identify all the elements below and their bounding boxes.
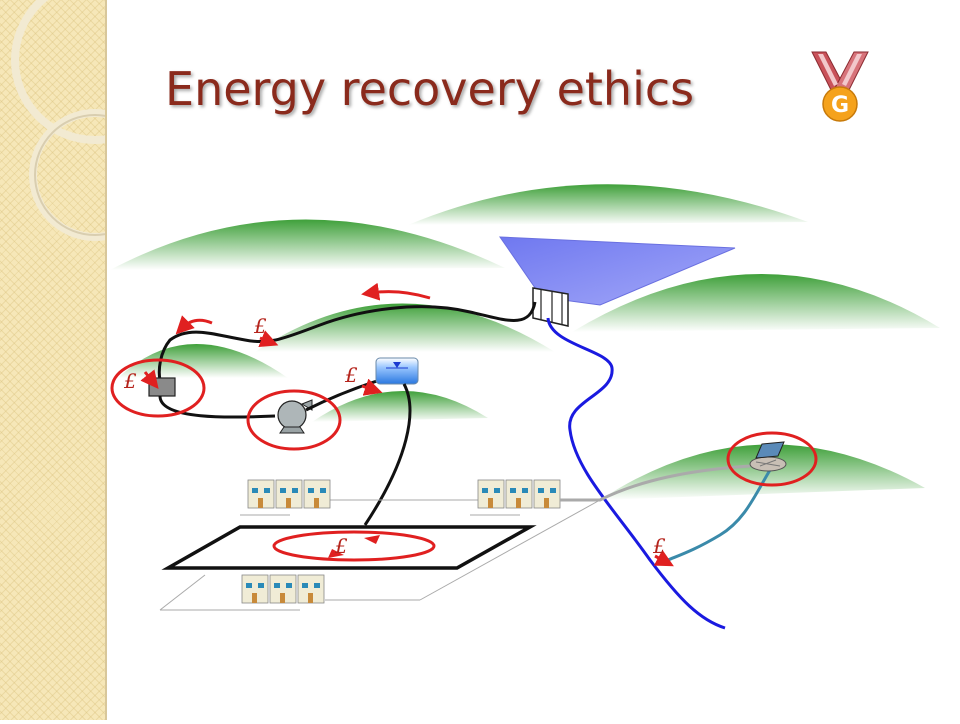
- houses-icon: [477, 479, 561, 509]
- flow-arrow: [361, 378, 383, 396]
- slide-sidebar: [0, 0, 179, 720]
- storage-tank-icon: [375, 357, 419, 385]
- houses-icon: [247, 479, 331, 509]
- network-loop-highlight: [272, 530, 436, 562]
- flow-arrow: [361, 282, 431, 301]
- river: [546, 317, 726, 630]
- cost-label: £: [334, 534, 348, 558]
- dam-icon: [532, 287, 569, 327]
- outfall-pipe: [667, 469, 772, 562]
- network-ground: [159, 499, 601, 611]
- pump-highlight: [246, 389, 342, 451]
- cost-label: £: [253, 314, 267, 338]
- medal-icon: G: [811, 51, 869, 122]
- flow-arrow: [175, 315, 213, 335]
- treatment-works-icon: [749, 441, 787, 472]
- main-pipeline: [157, 301, 537, 381]
- medal-letter: G: [831, 93, 849, 118]
- hill-top-right: [408, 184, 808, 225]
- sewer-line: [560, 464, 751, 502]
- treatment-highlight: [726, 431, 818, 487]
- flow-arrow: [140, 369, 159, 390]
- cost-label: £: [123, 369, 137, 393]
- pump-feed-pipe: [158, 395, 276, 419]
- distribution-network: [161, 525, 537, 570]
- pump-icon: [277, 399, 313, 434]
- page-title: Energy recovery ethics: [165, 62, 695, 116]
- flow-arrow: [653, 549, 674, 567]
- houses-icon: [241, 574, 325, 604]
- cost-label: £: [344, 363, 358, 387]
- hill-right: [572, 273, 940, 332]
- distribution-pipe: [363, 383, 412, 526]
- cost-label: £: [652, 534, 666, 558]
- reservoir-icon: [499, 236, 736, 306]
- turbine-highlight: [110, 358, 206, 418]
- hill-bottom-right: [600, 444, 925, 500]
- flow-arrow: [258, 330, 279, 348]
- hill-top-left: [110, 219, 505, 270]
- hill-middle: [255, 303, 555, 352]
- hill-small: [312, 390, 488, 422]
